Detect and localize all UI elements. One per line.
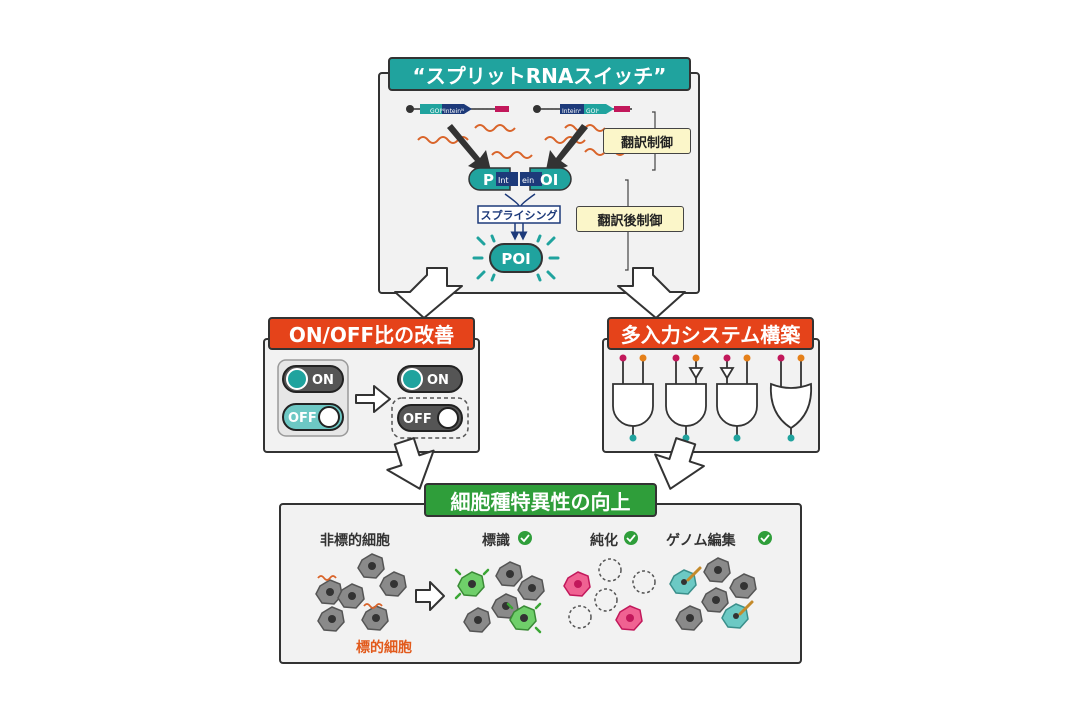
genome-editing-label: ゲノム編集 bbox=[666, 533, 736, 549]
on-label-after: ON bbox=[427, 373, 449, 388]
off-label-before: OFF bbox=[288, 411, 317, 426]
poi-label: POI bbox=[501, 250, 530, 268]
specificity-title: 細胞種特異性の向上 bbox=[424, 483, 657, 517]
intein-right-label: ein bbox=[522, 176, 534, 185]
on-label-before: ON bbox=[312, 373, 334, 388]
goi-n-label: GOIᴺ bbox=[430, 108, 444, 115]
onoff-arrow bbox=[355, 385, 391, 413]
specificity-arrow bbox=[415, 581, 445, 611]
logic-gates bbox=[612, 360, 813, 436]
arrow-right-translation bbox=[545, 124, 588, 175]
multi-input-title: 多入力システム構築 bbox=[607, 317, 814, 350]
protein-left-label: P bbox=[483, 171, 494, 189]
arrow-multi-to-specificity bbox=[654, 437, 705, 490]
construct-right bbox=[533, 104, 632, 114]
toggle-group-before bbox=[277, 359, 349, 437]
split-rna-switch-title: “スプリットRNAスイッチ” bbox=[388, 57, 691, 91]
construct-left bbox=[406, 104, 509, 114]
svg-text:Inteinᶜ: Inteinᶜ bbox=[562, 108, 581, 115]
arrow-onoff-to-specificity bbox=[386, 437, 435, 490]
check-icon-genome-editing bbox=[758, 531, 772, 545]
arrow-left-translation bbox=[447, 124, 492, 175]
protein-right-label: OI bbox=[540, 171, 558, 189]
intein-left-label: Int bbox=[498, 176, 509, 185]
cells-genome-editing bbox=[669, 557, 757, 631]
off-label-after: OFF bbox=[403, 412, 432, 427]
cells-purification bbox=[563, 558, 656, 631]
post-translation-control-label: 翻訳後制御 bbox=[576, 206, 684, 232]
svg-text:Inteinᴺ: Inteinᴺ bbox=[444, 108, 464, 115]
gate-input-dots bbox=[619, 354, 805, 442]
split-protein bbox=[468, 167, 572, 191]
translation-control-label: 翻訳制御 bbox=[603, 128, 691, 154]
splicing-box bbox=[477, 205, 561, 224]
cells-non-target-group bbox=[315, 553, 407, 632]
check-icon-labeling bbox=[518, 531, 532, 545]
purification-label: 純化 bbox=[590, 533, 618, 549]
svg-text:GOIᶜ: GOIᶜ bbox=[586, 108, 599, 115]
non-target-cells-label: 非標的細胞 bbox=[320, 533, 390, 549]
labeling-label: 標識 bbox=[482, 533, 510, 549]
cells-labeling bbox=[454, 561, 545, 634]
arrow-to-multi-input bbox=[617, 267, 686, 319]
splicing-label: スプライシング bbox=[481, 208, 558, 222]
arrow-to-onoff bbox=[394, 267, 463, 319]
toggle-group-after bbox=[391, 365, 469, 439]
onoff-title: ON/OFF比の改善 bbox=[268, 317, 475, 350]
check-icon-purification bbox=[624, 531, 638, 545]
poi-product bbox=[472, 234, 560, 282]
target-cells-label: 標的細胞 bbox=[356, 640, 412, 656]
